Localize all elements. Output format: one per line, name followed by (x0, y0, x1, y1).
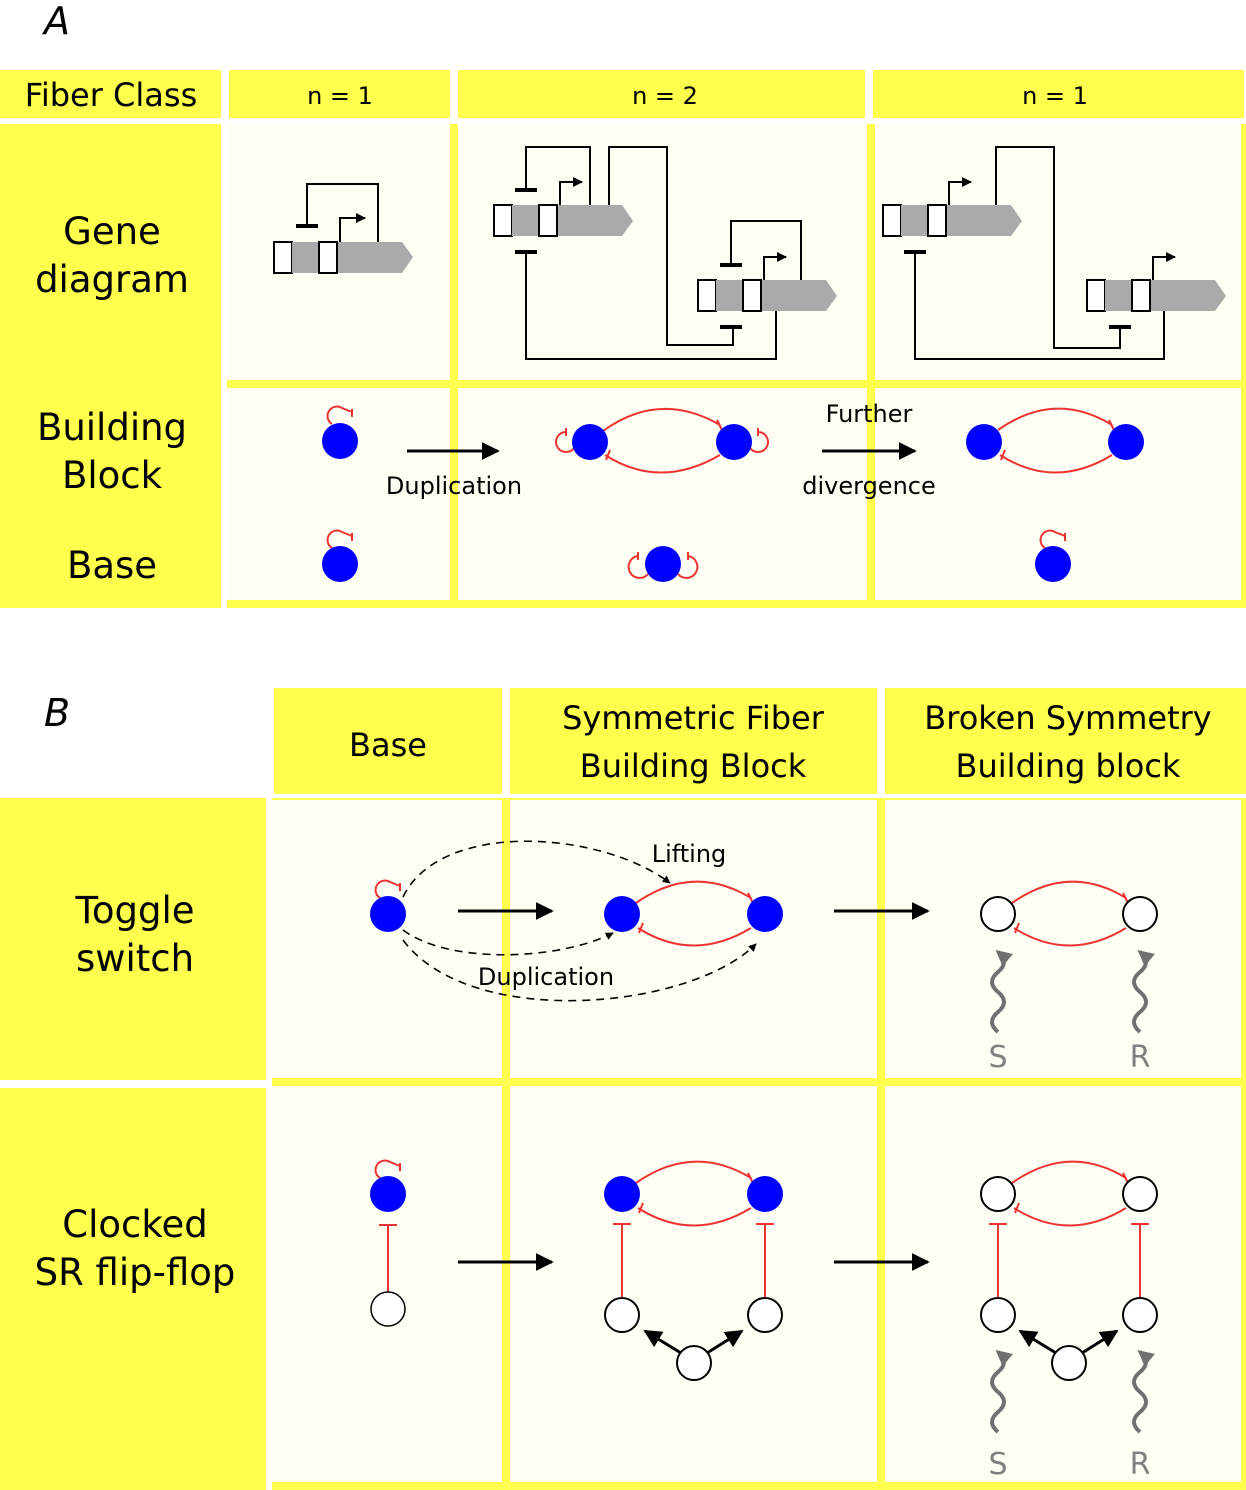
col-title-symmetric-1: Symmetric Fiber (562, 699, 825, 737)
gene-diagram-single (273, 183, 413, 274)
clocked-broken-cell (885, 1086, 1241, 1482)
gene-cell-3 (875, 124, 1241, 380)
panel-b-letter: B (44, 691, 70, 735)
col-title-broken-2: Building block (956, 747, 1181, 785)
row-label-base: Base (67, 544, 157, 587)
row-label-gene: Gene (63, 210, 161, 253)
fiber-class-n2: n = 2 (632, 82, 698, 110)
clocked-symmetric (604, 1160, 783, 1381)
signal-r-clocked: R (1130, 1447, 1151, 1482)
row-label-clocked: Clocked (62, 1203, 207, 1246)
signal-s-clocked: S (988, 1447, 1007, 1482)
lifting-duplication-dashed-arrows (402, 840, 757, 1002)
col-title-base: Base (349, 726, 427, 764)
toggle-symmetric-cell (510, 800, 877, 1078)
toggle-broken-pair (980, 880, 1158, 947)
gene-diagram-pair (493, 146, 837, 360)
panel-a-letter: A (41, 0, 70, 43)
signal-r-toggle: R (1130, 1040, 1151, 1075)
clocked-base (370, 1159, 406, 1327)
base-single-3 (1035, 529, 1071, 582)
col-header-broken (885, 688, 1246, 794)
base-single-1 (322, 529, 358, 582)
duplication-label-a: Duplication (386, 472, 522, 500)
row-label-diagram: diagram (35, 258, 189, 301)
toggle-signal-s: S (988, 949, 1013, 1075)
row-label-toggle: Toggle (75, 889, 195, 932)
col-header-cell-2 (458, 70, 865, 118)
clocked-signal-s: S (988, 1349, 1013, 1482)
row-label-building: Building (37, 406, 187, 449)
panel-b-gap (266, 798, 272, 1490)
bb-pair-with-selfloops (555, 408, 769, 474)
toggle-signal-r: R (1130, 949, 1155, 1075)
clocked-broken (980, 1160, 1158, 1381)
toggle-base-node (370, 879, 406, 932)
row-label-sr-flip-flop: SR flip-flop (35, 1251, 236, 1294)
toggle-broken-cell (885, 800, 1241, 1078)
lifting-label: Lifting (652, 840, 727, 868)
row-label-block: Block (62, 454, 163, 497)
fiber-class-label: Fiber Class (25, 76, 197, 114)
toggle-symmetric-pair (604, 880, 783, 947)
divergence-label: divergence (802, 472, 936, 500)
fiber-class-n1-left: n = 1 (307, 82, 373, 110)
clocked-symmetric-cell (510, 1086, 877, 1482)
row-label-switch: switch (76, 937, 194, 980)
col-header-cell-1 (229, 70, 450, 118)
clocked-signal-r: R (1130, 1349, 1155, 1482)
col-header-cell-3 (873, 70, 1244, 118)
panel-a-gap (221, 124, 227, 608)
duplication-label-b: Duplication (478, 963, 614, 991)
toggle-base-cell (272, 800, 502, 1078)
further-label: Further (826, 400, 913, 428)
fiber-class-n1-right: n = 1 (1022, 82, 1088, 110)
col-title-symmetric-2: Building Block (580, 747, 807, 785)
panel-b-row-gap (0, 1080, 266, 1088)
gene-diagram-diverged (882, 146, 1226, 360)
col-header-symmetric (510, 688, 877, 794)
fiber-class-header-cell (0, 70, 221, 118)
col-title-broken-1: Broken Symmetry (924, 699, 1211, 737)
base-double-loop (627, 546, 699, 582)
col-header-base (274, 688, 502, 794)
bb-pair-diverged (966, 407, 1144, 474)
signal-s-toggle: S (988, 1040, 1007, 1075)
bb-single-node (322, 405, 358, 459)
